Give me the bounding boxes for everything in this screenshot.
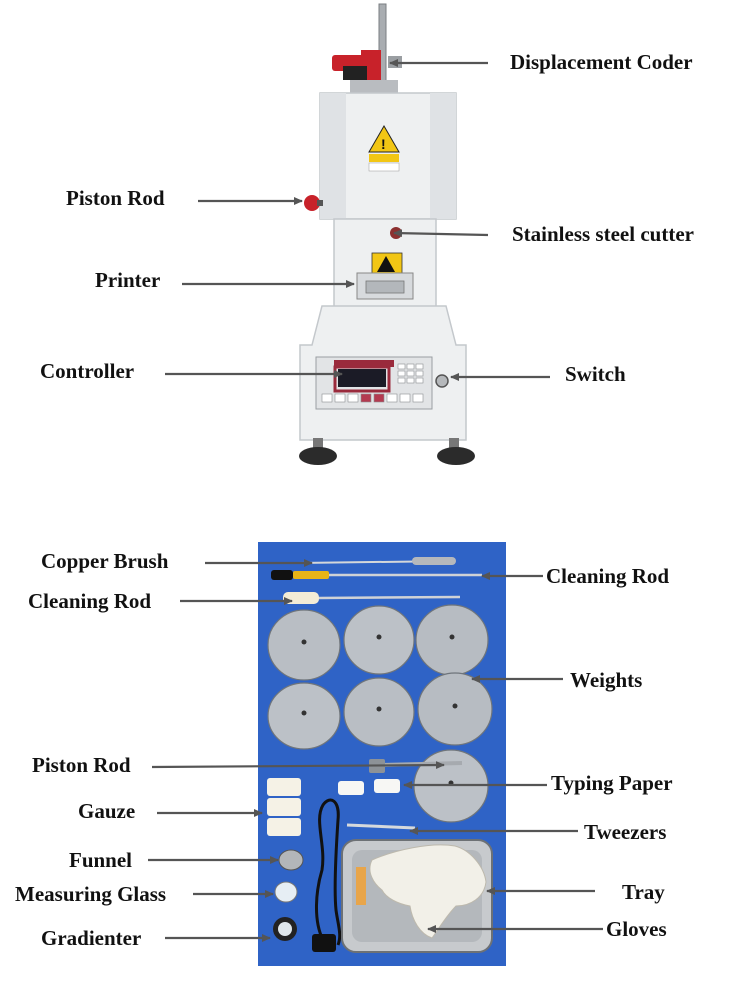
label-weights: Weights <box>570 668 643 692</box>
label-printer: Printer <box>95 268 161 292</box>
machine-illustration: ! <box>299 3 475 465</box>
arrow-piston-rod-bottom <box>151 761 445 770</box>
power-switch <box>435 374 449 388</box>
warning-label-top <box>368 124 400 153</box>
label-cleaning-rod-left: Cleaning Rod <box>28 589 152 613</box>
label-piston-rod-top: Piston Rod <box>66 186 165 210</box>
label-gradienter: Gradienter <box>41 926 142 950</box>
weights-row-2 <box>267 672 493 750</box>
gloves <box>369 844 487 939</box>
label-tray: Tray <box>622 880 665 904</box>
label-displacement-coder: Displacement Coder <box>510 50 693 74</box>
weights-row-1 <box>267 604 489 681</box>
label-controller: Controller <box>40 359 135 383</box>
keypad <box>397 363 424 384</box>
screwdriver-handle <box>271 570 293 580</box>
label-switch: Switch <box>565 362 626 386</box>
label-tweezers: Tweezers <box>584 820 667 844</box>
foot-right <box>437 447 475 465</box>
controller-screen <box>338 369 386 387</box>
tweezers <box>346 823 416 830</box>
label-cleaning-rod-right: Cleaning Rod <box>546 564 670 588</box>
label-piston-rod-bottom: Piston Rod <box>32 753 131 777</box>
foot-left <box>299 447 337 465</box>
gauze <box>267 778 301 836</box>
power-cable <box>314 798 342 946</box>
typing-paper <box>338 781 364 795</box>
label-gauze: Gauze <box>78 799 136 823</box>
label-funnel: Funnel <box>69 848 133 872</box>
label-measuring-glass: Measuring Glass <box>15 882 167 906</box>
function-keys <box>321 393 424 403</box>
arrow-stainless-cutter <box>393 229 489 238</box>
label-stainless-cutter: Stainless steel cutter <box>512 222 694 246</box>
piston-rod-knob <box>304 195 320 211</box>
label-gloves: Gloves <box>606 917 667 941</box>
label-copper-brush: Copper Brush <box>41 549 169 573</box>
label-typing-paper: Typing Paper <box>551 771 673 795</box>
svg-text:!: ! <box>381 136 386 152</box>
funnel <box>278 849 304 871</box>
cleaning-rod <box>318 595 461 600</box>
measuring-glass <box>274 881 298 903</box>
